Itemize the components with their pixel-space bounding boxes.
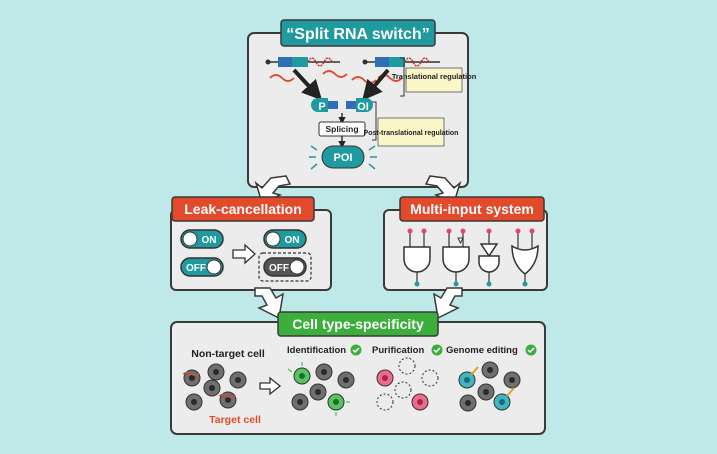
poi-label: POI <box>334 152 353 164</box>
switch-on-left-label: ON <box>202 235 217 246</box>
identification-label: Identification <box>287 345 346 356</box>
identification-check-icon <box>350 344 362 356</box>
and-gate-2 <box>442 228 470 287</box>
splicing-label: Splicing <box>325 124 358 134</box>
post-translational-regulation-note: Post-translational regulation <box>364 101 459 147</box>
purification-label: Purification <box>372 345 424 356</box>
leak-arrow <box>232 243 256 265</box>
splicing-box: Splicing <box>318 113 366 149</box>
translation-arrow-right <box>362 68 390 101</box>
switch-off-right: OFF <box>258 252 312 282</box>
fragment-right-label: OI <box>357 101 369 113</box>
mrna-construct-right <box>362 57 440 67</box>
protein-fragment-right: OI <box>346 98 373 113</box>
switch-on-left: ON <box>180 229 224 249</box>
purification-check-icon <box>431 344 443 356</box>
poi-product: POI <box>309 145 377 170</box>
mixed-cell-population <box>182 363 247 411</box>
protein-fragment-left: P <box>311 98 338 113</box>
switch-off-left-label: OFF <box>186 263 206 274</box>
scissors-icon <box>470 366 515 397</box>
genome-editing-label: Genome editing <box>446 345 518 356</box>
cell-type-specificity-title: Cell type-specificity <box>292 316 424 332</box>
split-rna-switch-title-badge: “Split RNA switch” <box>280 19 436 47</box>
switch-on-right: ON <box>263 229 307 249</box>
switch-on-right-label: ON <box>285 235 300 246</box>
genome-editing-check-icon <box>525 344 537 356</box>
fragment-left-label: P <box>318 101 325 113</box>
leak-cancellation-title-badge: Leak-cancellation <box>171 196 315 222</box>
switch-off-left: OFF <box>180 257 224 277</box>
cell-arrow <box>259 376 282 396</box>
and-gate-1 <box>403 228 431 287</box>
post-translational-label: Post-translational regulation <box>364 130 459 137</box>
target-cell-label: Target cell <box>209 414 261 426</box>
switch-off-right-label: OFF <box>269 263 289 274</box>
translational-label: Translational regulation <box>392 72 477 81</box>
genome-editing-cells <box>458 361 521 412</box>
translation-arrow-left <box>292 68 323 101</box>
identification-cells <box>287 362 355 416</box>
mrna-construct-left <box>265 57 340 67</box>
non-target-cell-label: Non-target cell <box>191 348 265 360</box>
translational-regulation-note: Translational regulation <box>392 57 477 97</box>
leak-cancellation-title: Leak-cancellation <box>184 201 302 217</box>
split-rna-switch-title: “Split RNA switch” <box>286 26 429 43</box>
multi-input-title: Multi-input system <box>410 201 534 217</box>
or-gate <box>511 228 539 287</box>
not-gate <box>478 228 500 287</box>
arrow-leak-to-cell <box>254 287 284 320</box>
arrow-multi-to-cell <box>433 287 463 320</box>
multi-input-title-badge: Multi-input system <box>399 196 545 222</box>
svg-text:Translational regulation: Translational regulation <box>392 72 477 81</box>
cell-type-specificity-title-badge: Cell type-specificity <box>277 311 439 337</box>
purification-cells <box>376 357 439 411</box>
